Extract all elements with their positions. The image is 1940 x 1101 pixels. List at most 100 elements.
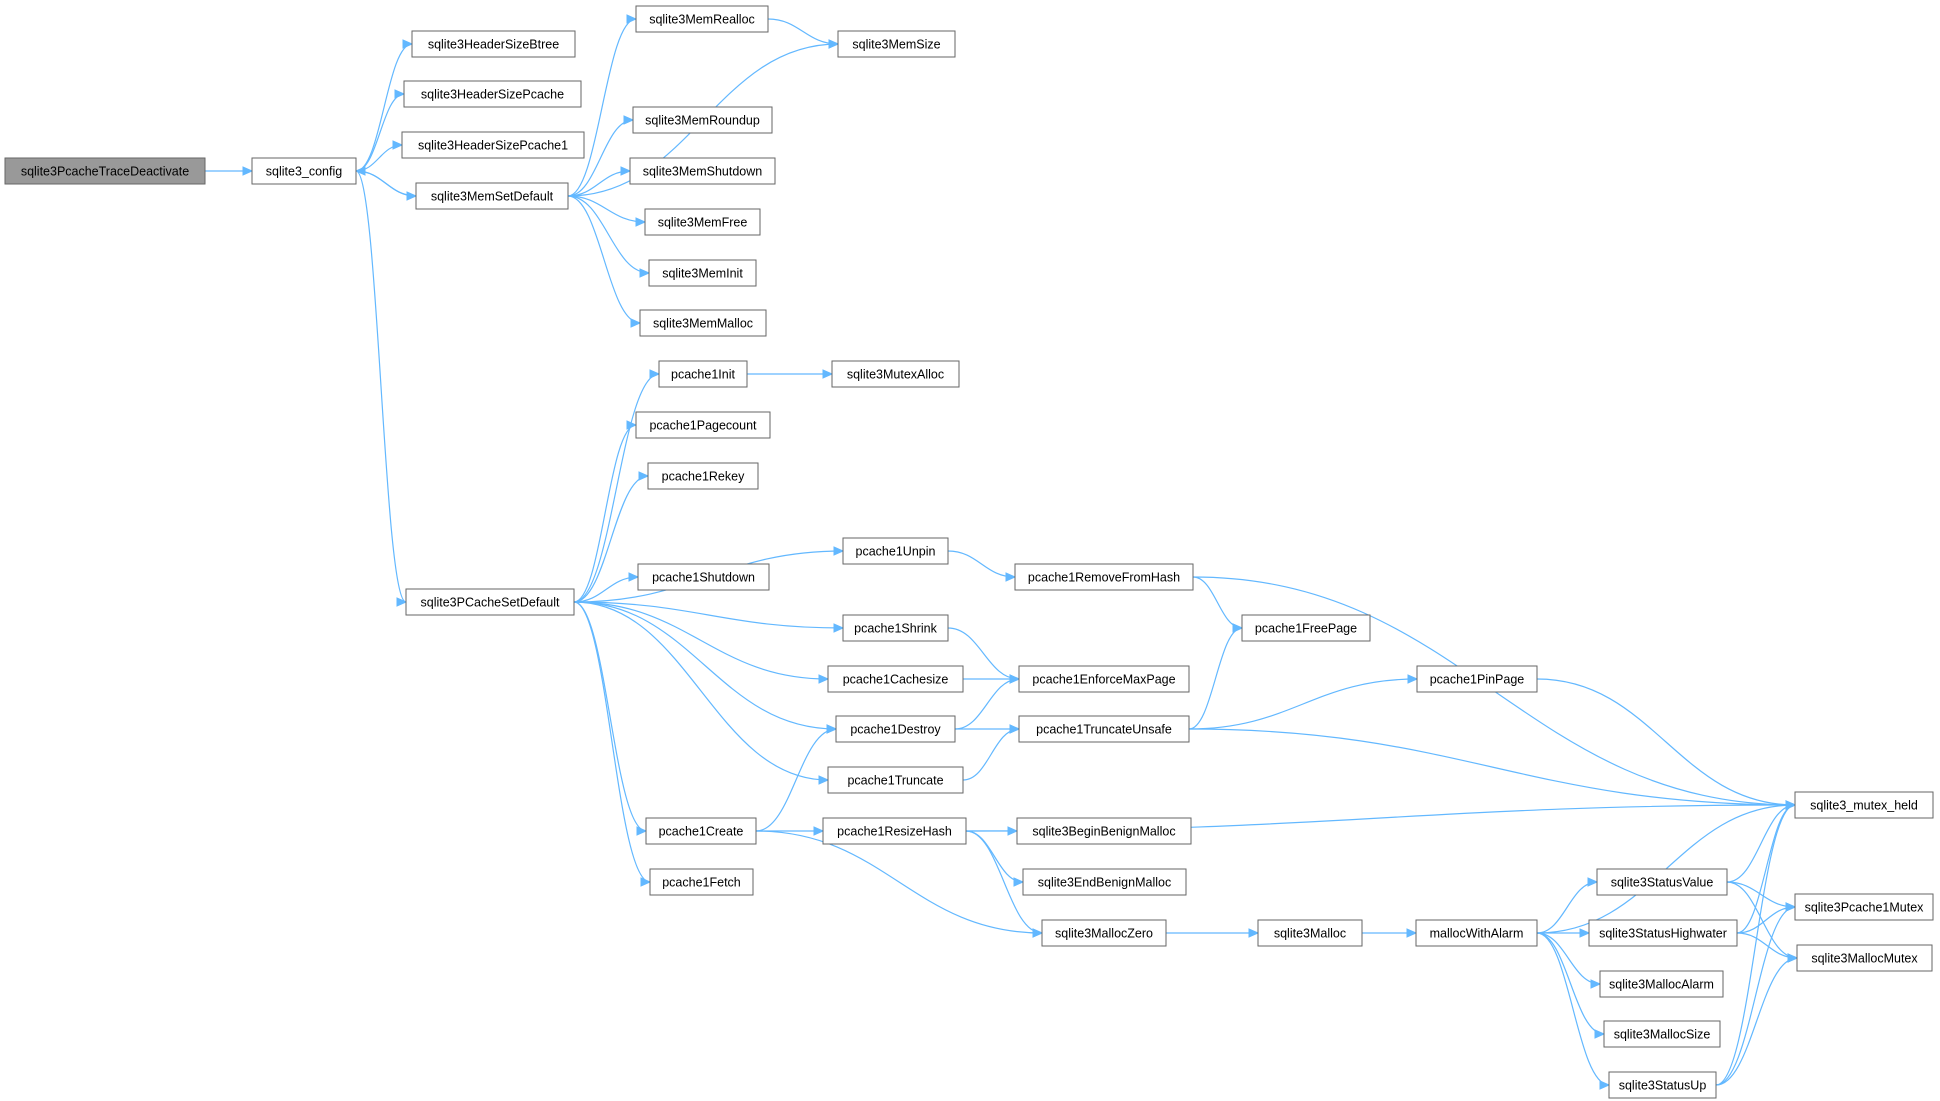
node-sqlite3-mem-realloc[interactable]: sqlite3MemRealloc [635, 5, 769, 33]
node-label: sqlite3EndBenignMalloc [1038, 876, 1171, 890]
node-pcache1-shutdown[interactable]: pcache1Shutdown [637, 563, 770, 591]
node-box [842, 614, 949, 642]
edge-sqlite3-pcache-set-default-to-pcache1-destroy [573, 601, 837, 730]
node-pcache1-init[interactable]: pcache1Init [658, 360, 748, 388]
arrowhead-sqlite3-malloc-mutex [1787, 953, 1799, 963]
arrowhead-sqlite3-mem-init [639, 268, 651, 278]
arrowhead-pcache1-free-page [1232, 623, 1244, 633]
node-sqlite3-mem-shutdown[interactable]: sqlite3MemShutdown [629, 157, 776, 185]
node-sqlite3-mem-size[interactable]: sqlite3MemSize [837, 30, 956, 58]
node-sqlite3-mem-free[interactable]: sqlite3MemFree [644, 208, 761, 236]
node-pcache1-cachesize[interactable]: pcache1Cachesize [827, 665, 964, 693]
edges-layer [204, 14, 1799, 1090]
node-sqlite3-malloc-zero[interactable]: sqlite3MallocZero [1041, 919, 1167, 947]
node-sqlite3-mem-init[interactable]: sqlite3MemInit [648, 259, 757, 287]
node-sqlite3-malloc[interactable]: sqlite3Malloc [1257, 919, 1363, 947]
node-box [1796, 944, 1933, 972]
node-sqlite3-mutex-alloc[interactable]: sqlite3MutexAlloc [831, 360, 960, 388]
node-label: sqlite3MemMalloc [653, 317, 753, 331]
node-label: sqlite3MutexAlloc [847, 368, 944, 382]
node-label: sqlite3MemInit [662, 267, 743, 281]
node-sqlite3-pcache1-mutex[interactable]: sqlite3Pcache1Mutex [1794, 893, 1934, 921]
node-sqlite3-end-benign-malloc[interactable]: sqlite3EndBenignMalloc [1022, 868, 1187, 896]
edge-malloc-with-alarm-to-sqlite3-status-up [1536, 932, 1610, 1086]
node-label: sqlite3StatusUp [1619, 1079, 1707, 1093]
node-sqlite3-config[interactable]: sqlite3_config [251, 157, 357, 185]
node-sqlite3-malloc-size[interactable]: sqlite3MallocSize [1603, 1020, 1721, 1048]
node-pcache1-free-page[interactable]: pcache1FreePage [1241, 614, 1371, 642]
node-pcache1-truncate-unsafe[interactable]: pcache1TruncateUnsafe [1018, 715, 1190, 743]
node-box [644, 208, 761, 236]
node-sqlite3-mutex-held[interactable]: sqlite3_mutex_held [1794, 791, 1934, 819]
node-label: sqlite3HeaderSizePcache [421, 88, 564, 102]
node-malloc-with-alarm[interactable]: mallocWithAlarm [1415, 919, 1538, 947]
node-label: pcache1Truncate [847, 774, 943, 788]
edge-malloc-with-alarm-to-sqlite3-status-value [1536, 881, 1598, 934]
edge-sqlite3-pcache-set-default-to-pcache1-shrink [573, 601, 844, 629]
node-pcache1-destroy[interactable]: pcache1Destroy [835, 715, 956, 743]
node-box [1599, 970, 1724, 998]
node-pcache1-shrink[interactable]: pcache1Shrink [842, 614, 949, 642]
node-pcache1-unpin[interactable]: pcache1Unpin [842, 537, 949, 565]
node-label: pcache1RemoveFromHash [1028, 571, 1180, 585]
node-label: sqlite3MallocSize [1614, 1028, 1711, 1042]
node-sqlite3-begin-benign-malloc[interactable]: sqlite3BeginBenignMalloc [1016, 817, 1192, 845]
node-sqlite3-mem-set-default[interactable]: sqlite3MemSetDefault [415, 182, 569, 210]
node-label: pcache1Create [659, 825, 744, 839]
node-box [822, 817, 967, 845]
node-sqlite3-pcache-set-default[interactable]: sqlite3PCacheSetDefault [405, 588, 575, 616]
node-box [629, 157, 776, 185]
node-pcache1-fetch[interactable]: pcache1Fetch [649, 868, 754, 896]
node-pcache1-resize-hash[interactable]: pcache1ResizeHash [822, 817, 967, 845]
edge-sqlite3-pcache-set-default-to-pcache1-rekey [573, 475, 649, 603]
node-pcache1-create[interactable]: pcache1Create [645, 817, 757, 845]
node-box [827, 665, 964, 693]
node-pcache1-rekey[interactable]: pcache1Rekey [647, 462, 759, 490]
node-label: sqlite3StatusHighwater [1599, 927, 1727, 941]
node-box [403, 80, 582, 108]
arrowhead-pcache1-truncate [818, 775, 830, 785]
node-box [1022, 868, 1187, 896]
node-box [639, 309, 767, 337]
arrowhead-malloc-with-alarm [1406, 928, 1418, 938]
node-label: sqlite3MemShutdown [643, 165, 763, 179]
node-pcache1-truncate[interactable]: pcache1Truncate [827, 766, 964, 794]
node-box [1415, 919, 1538, 947]
arrowhead-sqlite3-pcache1-mutex [1785, 902, 1797, 912]
edge-pcache1-unpin-to-pcache1-remove-from-hash [947, 550, 1016, 578]
node-sqlite3-pcache-trace-deactivate[interactable]: sqlite3PcacheTraceDeactivate [4, 157, 206, 185]
node-label: sqlite3HeaderSizePcache1 [418, 139, 568, 153]
edge-pcache1-create-to-pcache1-destroy [755, 728, 837, 832]
node-label: sqlite3Malloc [1274, 927, 1346, 941]
node-sqlite3-malloc-alarm[interactable]: sqlite3MallocAlarm [1599, 970, 1724, 998]
node-pcache1-remove-from-hash[interactable]: pcache1RemoveFromHash [1014, 563, 1194, 591]
node-label: pcache1TruncateUnsafe [1036, 723, 1172, 737]
edge-pcache1-truncate-unsafe-to-sqlite3-mutex-held [1188, 728, 1796, 806]
node-box [837, 30, 956, 58]
node-label: sqlite3MemSize [852, 38, 940, 52]
node-sqlite3-status-up[interactable]: sqlite3StatusUp [1608, 1071, 1717, 1099]
node-pcache1-pagecount[interactable]: pcache1Pagecount [635, 411, 771, 439]
node-box [1603, 1020, 1721, 1048]
node-sqlite3-header-size-pcache[interactable]: sqlite3HeaderSizePcache [403, 80, 582, 108]
node-pcache1-pin-page[interactable]: pcache1PinPage [1416, 665, 1538, 693]
node-sqlite3-mem-malloc[interactable]: sqlite3MemMalloc [639, 309, 767, 337]
node-box [1596, 868, 1728, 896]
node-sqlite3-header-size-btree[interactable]: sqlite3HeaderSizeBtree [411, 30, 576, 58]
node-sqlite3-mem-roundup[interactable]: sqlite3MemRoundup [632, 106, 773, 134]
node-box [1016, 817, 1192, 845]
node-sqlite3-malloc-mutex[interactable]: sqlite3MallocMutex [1796, 944, 1933, 972]
node-box [1416, 665, 1538, 693]
node-sqlite3-status-value[interactable]: sqlite3StatusValue [1596, 868, 1728, 896]
edge-sqlite3-status-up-to-sqlite3-malloc-mutex [1715, 957, 1798, 1086]
node-label: pcache1Shutdown [652, 571, 755, 585]
arrowhead-sqlite3-status-highwater [1579, 928, 1591, 938]
node-sqlite3-header-size-pcache1[interactable]: sqlite3HeaderSizePcache1 [401, 131, 585, 159]
node-pcache1-enforce-max-page[interactable]: pcache1EnforceMaxPage [1018, 665, 1190, 693]
node-box [635, 411, 771, 439]
edge-pcache1-truncate-unsafe-to-pcache1-pin-page [1188, 678, 1418, 730]
node-sqlite3-status-highwater[interactable]: sqlite3StatusHighwater [1588, 919, 1738, 947]
node-box [1588, 919, 1738, 947]
edge-sqlite3-config-to-sqlite3-header-size-pcache [355, 93, 405, 172]
node-label: sqlite3PcacheTraceDeactivate [21, 165, 189, 179]
